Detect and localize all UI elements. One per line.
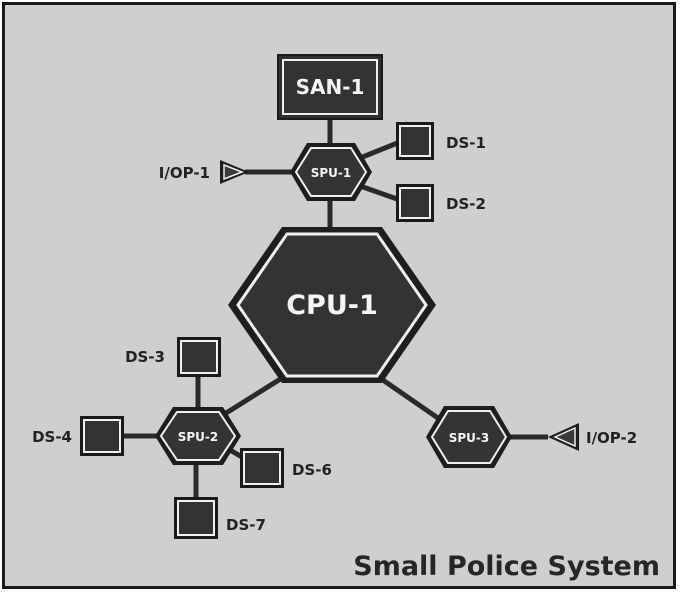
spu2-label: SPU-2 — [178, 430, 219, 444]
ds1-label: DS-1 — [446, 134, 486, 152]
ds7-node — [174, 497, 218, 539]
spu1-label: SPU-1 — [311, 166, 352, 180]
ds4-node — [80, 416, 124, 456]
ds1-node — [396, 122, 434, 160]
link-cpu1-spu3 — [378, 375, 450, 428]
san1-label: SAN-1 — [296, 75, 365, 99]
ds4-label: DS-4 — [32, 428, 72, 446]
ds2-node — [396, 184, 434, 222]
san-node: SAN-1 — [277, 54, 383, 120]
ds3-label: DS-3 — [125, 348, 165, 366]
iop1-label: I/OP-1 — [159, 164, 210, 182]
link-spu1-ds2 — [359, 183, 401, 203]
diagram-title: Small Police System — [353, 551, 660, 582]
iop2-label: I/OP-2 — [586, 429, 637, 447]
ds7-label: DS-7 — [226, 516, 266, 534]
spu3-label: SPU-3 — [449, 431, 490, 445]
ds6-node — [240, 448, 284, 488]
ds3-node — [177, 337, 221, 377]
iop2-node — [548, 423, 579, 451]
cpu-node: CPU-1 — [228, 227, 436, 383]
ds2-label: DS-2 — [446, 195, 486, 213]
link-spu1-ds1 — [359, 139, 401, 161]
spu2-node: SPU-2 — [155, 407, 241, 465]
ds6-label: DS-6 — [292, 461, 332, 479]
spu3-node: SPU-3 — [426, 406, 512, 468]
iop1-node — [220, 160, 249, 184]
spu1-node: SPU-1 — [290, 143, 372, 201]
cpu1-label: CPU-1 — [286, 290, 378, 321]
connections — [120, 118, 548, 500]
